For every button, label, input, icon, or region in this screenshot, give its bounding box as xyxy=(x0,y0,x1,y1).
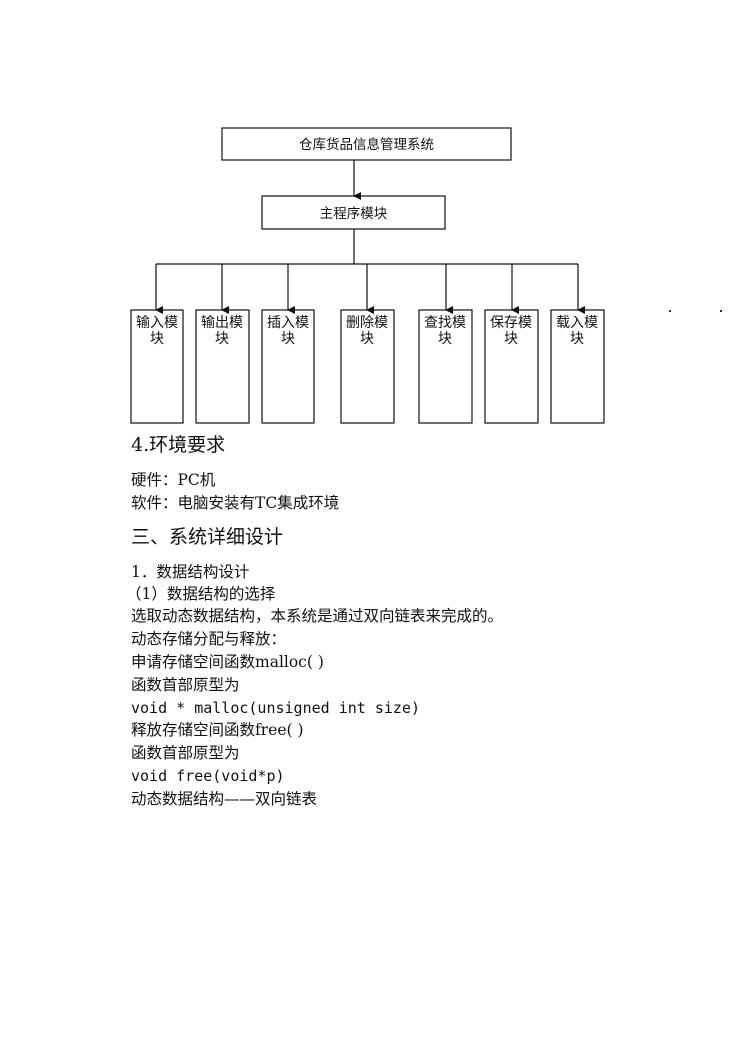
module-label-output: 输出模块 xyxy=(201,315,243,347)
proto2-label: 函数首部原型为 xyxy=(131,744,240,762)
section-design-heading: 三、系统详细设计 xyxy=(131,526,284,548)
sub-data-structure-heading: 1．数据结构设计 xyxy=(131,563,250,581)
module-label-search: 查找模块 xyxy=(424,315,466,347)
system-structure-diagram: 仓库货品信息管理系统 主程序模块 xyxy=(130,127,605,424)
module-box-7 xyxy=(550,309,605,424)
module-label-insert: 插入模块 xyxy=(267,315,309,347)
module-label-save: 保存模块 xyxy=(490,315,532,347)
module-box-6 xyxy=(484,309,539,424)
root-node-label: 仓库货品信息管理系统 xyxy=(299,136,434,153)
choice-heading: （1）数据结构的选择 xyxy=(126,585,276,603)
root-node-box xyxy=(221,127,512,161)
dynamic-alloc-line: 动态存储分配与释放： xyxy=(131,630,287,648)
hardware-line: 硬件：PC机 xyxy=(131,471,216,489)
module-box-5 xyxy=(418,309,473,424)
module-label-delete: 删除模块 xyxy=(346,315,388,347)
module-box-3 xyxy=(261,309,315,424)
malloc-desc-line: 申请存储空间函数malloc( ) xyxy=(131,653,324,671)
software-line: 软件：电脑安装有TC集成环境 xyxy=(131,494,340,512)
proto1-label: 函数首部原型为 xyxy=(131,676,240,694)
module-label-load: 载入模块 xyxy=(556,315,598,347)
module-box-1 xyxy=(130,309,184,424)
section-env-heading: 4.环境要求 xyxy=(131,434,226,456)
module-label-input: 输入模块 xyxy=(136,315,178,347)
malloc-proto-line: void * malloc(unsigned int size) xyxy=(131,699,420,717)
module-box-4 xyxy=(340,309,395,424)
module-box-2 xyxy=(195,309,250,424)
dll-line: 动态数据结构——双向链表 xyxy=(131,790,318,808)
margin-speck xyxy=(720,310,722,312)
free-desc-line: 释放存储空间函数free( ) xyxy=(131,721,304,739)
main-node-label: 主程序模块 xyxy=(320,206,388,222)
choice-desc: 选取动态数据结构，本系统是通过双向链表来完成的。 xyxy=(131,607,504,625)
free-proto-line: void free(void*p) xyxy=(131,767,285,785)
margin-speck xyxy=(669,310,671,312)
